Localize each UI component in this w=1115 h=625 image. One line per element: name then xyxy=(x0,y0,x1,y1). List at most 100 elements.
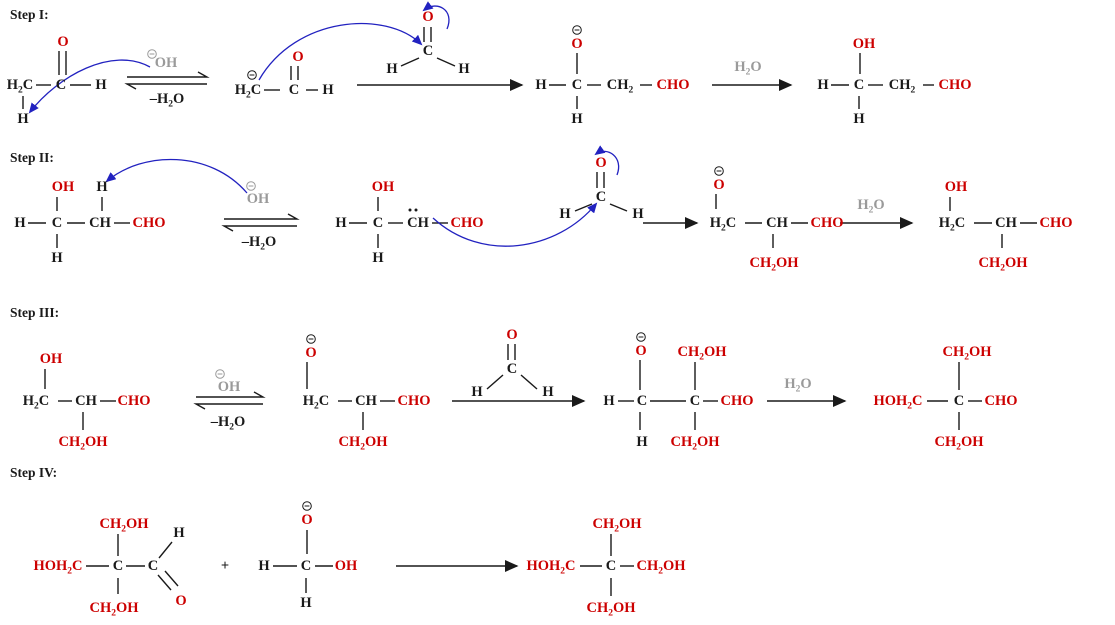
formula-fragment: O xyxy=(175,592,187,609)
formula-fragment: CH2 xyxy=(606,76,634,96)
formula-fragment: H xyxy=(95,76,107,93)
formula-fragment: O xyxy=(292,48,304,65)
formula-fragment: C xyxy=(953,392,965,409)
formula-fragment: CH2OH xyxy=(586,599,636,619)
formula-fragment: HOH2C xyxy=(873,392,923,412)
formula-fragment: H2C xyxy=(234,81,262,101)
water-label: H2O xyxy=(784,375,812,395)
formula-fragment: CH2OH xyxy=(636,557,686,577)
formula-fragment: CHO xyxy=(1039,214,1073,231)
curved-electron-arrow xyxy=(28,59,151,114)
formula-fragment: OH xyxy=(371,178,395,195)
formula-fragment: CH2OH xyxy=(749,254,799,274)
formula-fragment: C xyxy=(506,360,518,377)
curved-electron-arrow xyxy=(432,202,598,247)
equilibrium-arrow-top xyxy=(127,71,210,78)
step-4-label: Step IV: xyxy=(10,465,58,480)
bond-line xyxy=(158,541,173,559)
formula-fragment: CH2OH xyxy=(978,254,1028,274)
formula-fragment: OH xyxy=(334,557,358,574)
formula-fragment: C xyxy=(605,557,617,574)
formula-fragment: H xyxy=(458,60,470,77)
formula-fragment: CH2OH xyxy=(89,599,139,619)
formula-fragment: CH2OH xyxy=(677,343,727,363)
formula-fragment: CH xyxy=(407,214,429,231)
negative-charge-icon xyxy=(636,332,646,342)
step-2-label: Step II: xyxy=(10,150,54,165)
negative-charge-icon xyxy=(147,49,157,59)
minus-water-label: –H2O xyxy=(210,413,246,433)
formula-fragment: CH xyxy=(766,214,788,231)
formula-fragment: O xyxy=(422,8,434,25)
hydroxide-label: OH xyxy=(246,190,270,207)
formula-fragment: O xyxy=(713,176,725,193)
formula-fragment: CHO xyxy=(117,392,151,409)
formula-fragment: C xyxy=(51,214,63,231)
step-1-label: Step I: xyxy=(10,7,49,22)
formula-fragment: O xyxy=(595,154,607,171)
formula-fragment: CH xyxy=(355,392,377,409)
formula-fragment: C xyxy=(288,81,300,98)
negative-charge-icon xyxy=(572,25,582,35)
formula-fragment: O xyxy=(57,33,69,50)
formula-fragment: CH2OH xyxy=(99,515,149,535)
bond-line xyxy=(609,203,628,212)
bond-line xyxy=(486,374,504,390)
formula-fragment: CHO xyxy=(656,76,690,93)
formula-fragment: OH xyxy=(944,178,968,195)
formula-fragment: C xyxy=(636,392,648,409)
negative-charge-icon xyxy=(215,369,225,379)
formula-fragment: O xyxy=(506,326,518,343)
formula-fragment: H xyxy=(14,214,26,231)
formula-fragment: CH2OH xyxy=(934,433,984,453)
formula-fragment: C xyxy=(689,392,701,409)
formula-fragment: CH2 xyxy=(888,76,916,96)
hydroxide-label: OH xyxy=(154,54,178,71)
formula-fragment: C xyxy=(372,214,384,231)
lone-pair-dot xyxy=(414,208,418,212)
formula-fragment: H2C xyxy=(22,392,50,412)
bond-line xyxy=(157,574,172,591)
formula-fragment: H xyxy=(817,76,829,93)
formula-fragment: H xyxy=(535,76,547,93)
formula-fragment: C xyxy=(422,42,434,59)
formula-fragment: HOH2C xyxy=(526,557,576,577)
formula-fragment: CHO xyxy=(810,214,844,231)
bond-line xyxy=(400,57,420,67)
formula-fragment: OH xyxy=(51,178,75,195)
formula-fragment: H xyxy=(51,249,63,266)
minus-water-label: –H2O xyxy=(241,233,277,253)
formula-fragment: CHO xyxy=(938,76,972,93)
formula-fragment: CH2OH xyxy=(338,433,388,453)
formula-fragment: H xyxy=(386,60,398,77)
formula-fragment: CH xyxy=(995,214,1017,231)
negative-charge-icon xyxy=(247,70,257,80)
formula-fragment: CH2OH xyxy=(592,515,642,535)
bond-line xyxy=(574,203,593,212)
equilibrium-arrow-bottom xyxy=(221,225,297,232)
hydroxide-label: OH xyxy=(217,378,241,395)
equilibrium-arrow-top xyxy=(224,213,300,220)
formula-fragment: CH xyxy=(75,392,97,409)
formula-fragment: H xyxy=(632,205,644,222)
formula-fragment: O xyxy=(571,35,583,52)
equilibrium-arrow-top xyxy=(196,391,266,398)
formula-fragment: H xyxy=(17,110,29,127)
formula-fragment: C xyxy=(147,557,159,574)
formula-fragment: CH2OH xyxy=(670,433,720,453)
negative-charge-icon xyxy=(302,501,312,511)
curved-electron-arrow xyxy=(594,145,620,176)
formula-fragment: H xyxy=(335,214,347,231)
formula-fragment: CH2OH xyxy=(58,433,108,453)
negative-charge-icon xyxy=(714,166,724,176)
formula-fragment: H xyxy=(300,594,312,611)
formula-fragment: OH xyxy=(852,35,876,52)
bond-line xyxy=(164,570,179,587)
formula-fragment: CH2OH xyxy=(942,343,992,363)
bond-line xyxy=(520,374,538,390)
formula-fragment: H xyxy=(173,524,185,541)
plus-sign: + xyxy=(220,557,230,574)
formula-fragment: C xyxy=(55,76,67,93)
curved-electron-arrow xyxy=(422,1,450,30)
